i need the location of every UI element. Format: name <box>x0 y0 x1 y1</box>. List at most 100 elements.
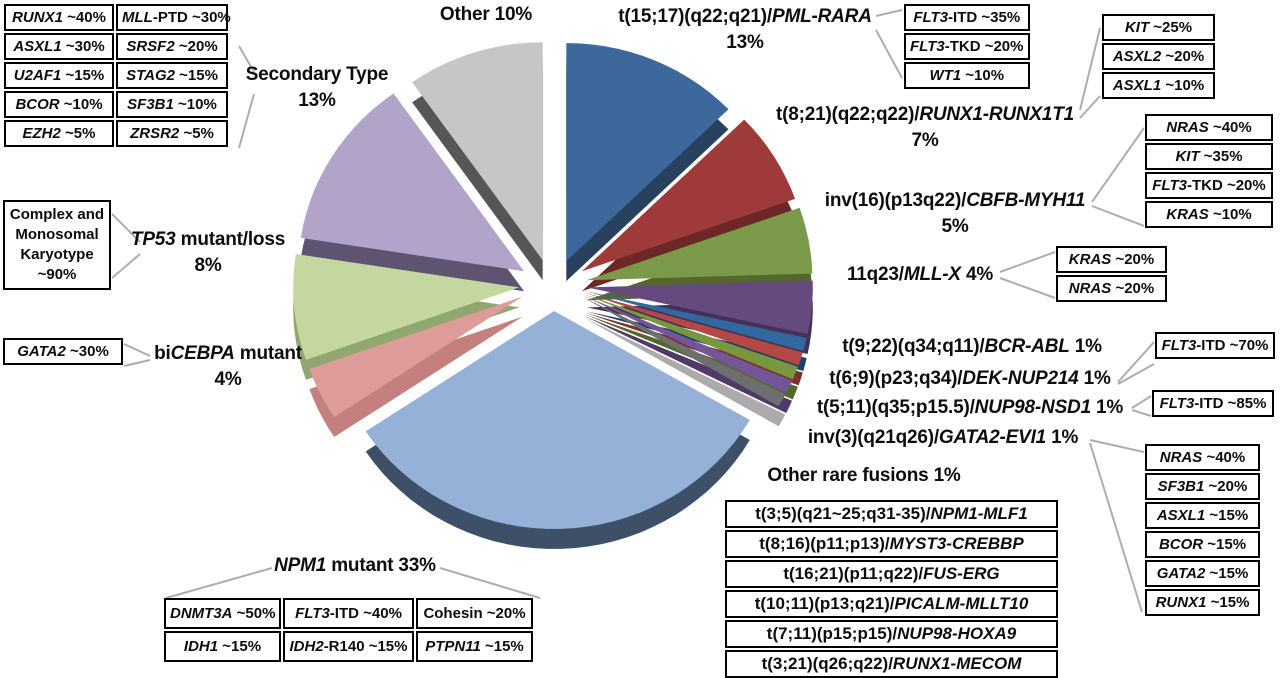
box-cell: t(3;5)(q21~25;q31-35)/NPM1-MLF1 <box>725 500 1058 528</box>
connector <box>999 251 1056 273</box>
box-cell: U2AF1 ~15% <box>4 62 114 89</box>
box-cell: ASXL1 ~10% <box>1102 72 1215 99</box>
box-cell: FLT3-ITD ~85% <box>1152 390 1274 417</box>
box-cell: NRAS ~20% <box>1056 275 1167 302</box>
label-line: 7% <box>911 130 939 151</box>
box-cell: ASXL1 ~15% <box>1145 502 1260 529</box>
connector <box>123 359 151 367</box>
box-cell: KRAS ~10% <box>1145 201 1273 228</box>
connector <box>1091 205 1145 227</box>
mutation-box-pml-rara: FLT3-ITD ~35%FLT3-TKD ~20%WT1 ~10% <box>903 3 1030 90</box>
pie-slice-6 <box>584 294 798 380</box>
slice-label-rare-fusions: Other rare fusions 1% <box>767 463 960 489</box>
mutation-box-mll-x: KRAS ~20%NRAS ~20% <box>1055 245 1168 303</box>
slice-label-bicebpa: biCEBPA mutant 4% <box>154 341 302 393</box>
box-cell: ZRSR2 ~5% <box>116 120 228 147</box>
slice-label-gata2-evi1: inv(3)(q21q26)/GATA2-EVI1 1% <box>807 425 1079 451</box>
pie-slice-0 <box>566 43 729 262</box>
label-line: t(9;22)(q34;q11)/BCR-ABL 1% <box>842 336 1102 357</box>
box-cell: t(16;21)(p11;q22)/FUS-ERG <box>725 560 1058 588</box>
label-line: 8% <box>194 255 222 276</box>
connector <box>1131 395 1152 409</box>
connector <box>111 213 141 243</box>
slice-label-dek-nup214: t(6;9)(p23;q34)/DEK-NUP214 1% <box>829 366 1111 392</box>
label-line: inv(3)(q21q26)/GATA2-EVI1 1% <box>807 427 1079 448</box>
mutation-box-nup98-nsd1: FLT3-ITD ~85% <box>1151 389 1275 418</box>
box-cell: WT1 ~10% <box>904 62 1030 89</box>
mutation-box-npm1: DNMT3A ~50%FLT3-ITD ~40%Cohesin ~20%IDH1… <box>163 597 534 663</box>
box-cell: BCOR ~10% <box>4 91 114 118</box>
connector <box>875 9 903 17</box>
pie-slice-5 <box>585 292 803 366</box>
box-cell: t(3;21)(q26;q22)/RUNX1-MECOM <box>725 650 1058 678</box>
mutation-box-secondary: RUNX1 ~40%MLL-PTD ~30%ASXL1 ~30%SRSF2 ~2… <box>3 3 231 148</box>
connector <box>1117 341 1155 383</box>
connector <box>1091 127 1145 203</box>
pie-slice-side <box>309 316 523 437</box>
label-line: t(6;9)(p23;q34)/DEK-NUP214 1% <box>829 368 1111 389</box>
connector <box>1117 363 1155 385</box>
box-cell: FLT3-ITD ~70% <box>1155 332 1275 359</box>
label-line: NPM1 mutant 33% <box>274 555 436 576</box>
slice-label-npm1: NPM1 mutant 33% <box>274 553 436 579</box>
box-cell: ASXL1 ~30% <box>4 33 114 60</box>
connector <box>999 277 1056 299</box>
box-cell: BCOR ~15% <box>1145 531 1260 558</box>
pie-slice-3 <box>586 280 813 334</box>
box-cell: KIT ~35% <box>1145 143 1273 170</box>
pie-slice-side <box>583 315 792 413</box>
connector <box>123 343 151 357</box>
pie-slice-7 <box>583 295 792 393</box>
box-cell: GATA2 ~15% <box>1145 560 1260 587</box>
label-line: 13% <box>298 90 336 111</box>
box-cell: FLT3-TKD ~20% <box>904 33 1030 60</box>
box-cell: KIT ~25% <box>1102 14 1215 41</box>
pie-slice-2 <box>586 207 813 281</box>
label-line: biCEBPA mutant <box>154 343 302 364</box>
box-cell: NRAS ~40% <box>1145 444 1260 471</box>
connector <box>1079 95 1101 119</box>
mutation-box-dek-nup214: FLT3-ITD ~70% <box>1154 331 1276 360</box>
box-cell: t(7;11)(p15;p15)/NUP98-HOXA9 <box>725 620 1058 648</box>
connector <box>1079 27 1101 111</box>
box-cell: Cohesin ~20% <box>416 598 533 629</box>
box-cell: RUNX1 ~15% <box>1145 589 1260 616</box>
connector <box>439 567 541 599</box>
connector <box>238 93 255 149</box>
mutation-box-cbfb: NRAS ~40%KIT ~35%FLT3-TKD ~20%KRAS ~10% <box>1144 113 1274 229</box>
box-cell: t(10;11)(p13;q21)/PICALM-MLLT10 <box>725 590 1058 618</box>
connector <box>875 29 903 79</box>
label-line: TP53 mutant/loss <box>130 229 286 250</box>
box-cell: PTPN11 ~15% <box>416 631 533 662</box>
mutation-box-gata2-evi1: NRAS ~40%SF3B1 ~20%ASXL1 ~15%BCOR ~15%GA… <box>1144 443 1261 617</box>
pie-slice-11 <box>293 254 520 360</box>
box-cell: t(8;16)(p11;p13)/MYST3-CREBBP <box>725 530 1058 558</box>
label-line: 4% <box>214 369 242 390</box>
slice-label-bcr-abl: t(9;22)(q34;q11)/BCR-ABL 1% <box>842 334 1102 360</box>
label-line: inv(16)(p13q22)/CBFB-MYH11 <box>824 190 1086 211</box>
box-cell: SRSF2 ~20% <box>116 33 228 60</box>
connector <box>111 253 141 279</box>
box-cell: STAG2 ~15% <box>116 62 228 89</box>
box-cell: IDH2-R140 ~15% <box>283 631 414 662</box>
box-cell: FLT3-ITD ~40% <box>283 598 414 629</box>
box-cell: MLL-PTD ~30% <box>116 4 231 31</box>
connector <box>238 45 255 73</box>
box-cell: DNMT3A ~50% <box>164 598 281 629</box>
label-line: t(5;11)(q35;p15.5)/NUP98-NSD1 1% <box>816 397 1124 418</box>
box-cell: RUNX1 ~40% <box>4 4 114 31</box>
box-cell: ASXL2 ~20% <box>1102 43 1215 70</box>
mutation-box-runx1t1-kit: KIT ~25%ASXL2 ~20%ASXL1 ~10% <box>1101 13 1216 100</box>
label-line: t(15;17)(q22;q21)/PML-RARA <box>618 6 872 27</box>
box-cell: FLT3-TKD ~20% <box>1145 172 1273 199</box>
slice-label-tp53: TP53 mutant/loss 8% <box>131 227 285 279</box>
